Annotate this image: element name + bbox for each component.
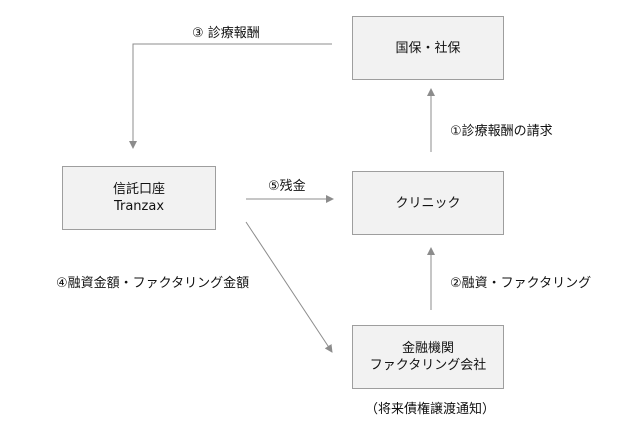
edge-label-yushi-factoring: ②融資・ファクタリング: [450, 276, 592, 291]
note-future-receivable-notice: （将来債権譲渡通知）: [365, 402, 496, 417]
arrow-yushi-kingaku: [245, 221, 333, 353]
edge-label-seikyu: ①診療報酬の請求: [450, 124, 553, 139]
node-financial-institution-line2: ファクタリング会社: [369, 358, 487, 373]
node-trust-account-line2: Tranzax: [113, 199, 165, 214]
edge-label-shinryo-hoshu: ③ 診療報酬: [192, 26, 260, 41]
node-clinic-label: クリニック: [395, 195, 461, 211]
node-kokuho-shaho-label: 国保・社保: [395, 40, 461, 56]
edge-label-zankin: ⑤残金: [268, 179, 306, 194]
node-financial-institution-line1: 金融機関: [401, 341, 454, 356]
node-trust-account-line1: 信託口座: [112, 182, 165, 197]
edge-label-yushi-kingaku: ④融資金額・ファクタリング金額: [56, 276, 250, 291]
node-kokuho-shaho: 国保・社保: [352, 16, 504, 80]
arrow-shinryo-hoshu: [129, 43, 332, 149]
node-trust-account: 信託口座 Tranzax: [62, 166, 216, 230]
node-clinic: クリニック: [352, 171, 504, 235]
node-financial-institution: 金融機関 ファクタリング会社: [352, 325, 504, 389]
